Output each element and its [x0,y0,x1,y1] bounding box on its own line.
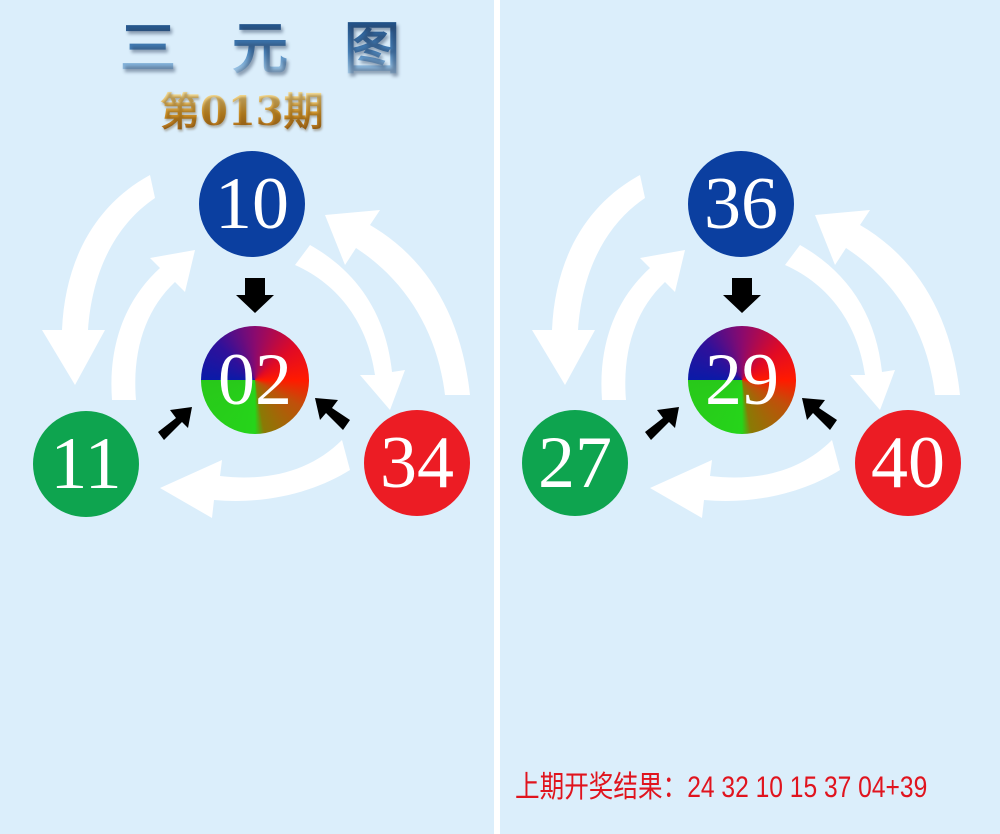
title-char: 三 [120,16,176,82]
center-ball: 29 [688,326,796,434]
last-draw-label: 上期开奖结果： [515,771,688,804]
page-title: 三 元 图 [120,14,400,84]
title-char: 元 [232,16,288,82]
title-char: 图 [344,16,400,82]
issue-label: 第013期 [160,88,324,135]
last-draw-numbers: 24 32 10 15 37 04+39 [687,771,928,804]
last-draw-result: 上期开奖结果：24 32 10 15 37 04+39 [515,762,927,806]
center-ball: 02 [201,326,309,434]
top-ball: 36 [688,151,794,257]
top-ball: 10 [199,151,305,257]
left-ball: 11 [33,411,139,517]
right-ball: 40 [855,410,961,516]
left-ball: 27 [522,410,628,516]
right-ball: 34 [364,410,470,516]
panel-divider [494,0,500,834]
